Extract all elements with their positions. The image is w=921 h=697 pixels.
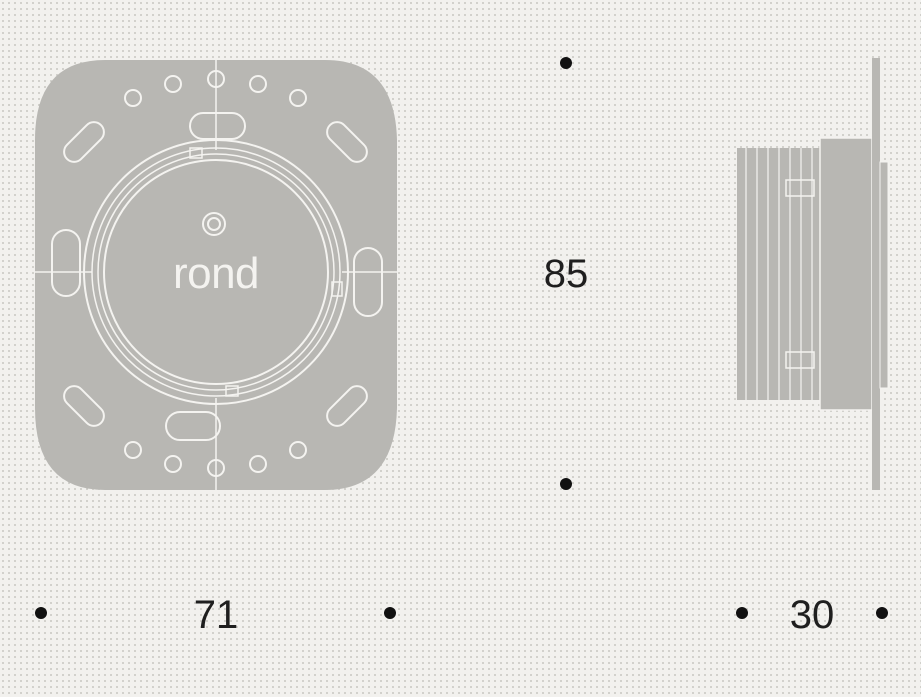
hole-top-1 (124, 89, 142, 107)
hole-top-2 (164, 75, 182, 93)
dimension-markers (35, 57, 888, 619)
slot-top-right (326, 121, 368, 163)
hole-bottom-5 (289, 441, 307, 459)
notch-right (331, 281, 343, 297)
hole-bottom-2 (164, 455, 182, 473)
brand-label: rond (173, 249, 259, 298)
slot-top-left (63, 121, 105, 163)
mounting-plate (35, 60, 397, 490)
flange-lip (879, 161, 889, 389)
ring-2 (91, 147, 341, 397)
thread-lines (745, 148, 813, 400)
keyhole-right (353, 247, 383, 317)
keyhole-left (51, 229, 81, 297)
flange (872, 58, 880, 490)
indicator-inner (207, 217, 221, 231)
side-view (737, 58, 889, 490)
width-marker-left (35, 607, 47, 619)
height-marker-bottom (560, 478, 572, 490)
notch-bottom (225, 385, 239, 397)
central-mechanism (83, 139, 349, 405)
inner-ring (103, 159, 329, 385)
width-dimension-label: 71 (194, 593, 239, 637)
hole-bottom-1 (124, 441, 142, 459)
hole-top-5 (289, 89, 307, 107)
depth-marker-right (876, 607, 888, 619)
indicator-outer (202, 212, 226, 236)
height-marker-top (560, 57, 572, 69)
front-view: rond (35, 60, 397, 490)
depth-marker-left (736, 607, 748, 619)
slot-bottom-right (326, 385, 368, 427)
hole-top-4 (249, 75, 267, 93)
keyhole-top (189, 112, 246, 140)
keyhole-slots (51, 112, 383, 441)
depth-dimension-label: 30 (790, 593, 835, 637)
slot-bottom-left (63, 385, 105, 427)
hole-bottom-4 (249, 455, 267, 473)
bottom-screw-holes (124, 441, 307, 477)
notch-top (189, 147, 203, 159)
keyhole-bottom (165, 411, 221, 441)
height-dimension-label: 85 (544, 252, 589, 296)
thread-clip-top (785, 179, 815, 197)
top-screw-holes (124, 70, 307, 107)
corner-slots (63, 121, 368, 427)
thread-clip-bottom (785, 351, 815, 369)
outer-ring (83, 139, 349, 405)
hole-top-3 (207, 70, 225, 88)
ring-3 (97, 153, 335, 391)
width-marker-right (384, 607, 396, 619)
hole-bottom-3 (207, 459, 225, 477)
collar (819, 137, 873, 411)
